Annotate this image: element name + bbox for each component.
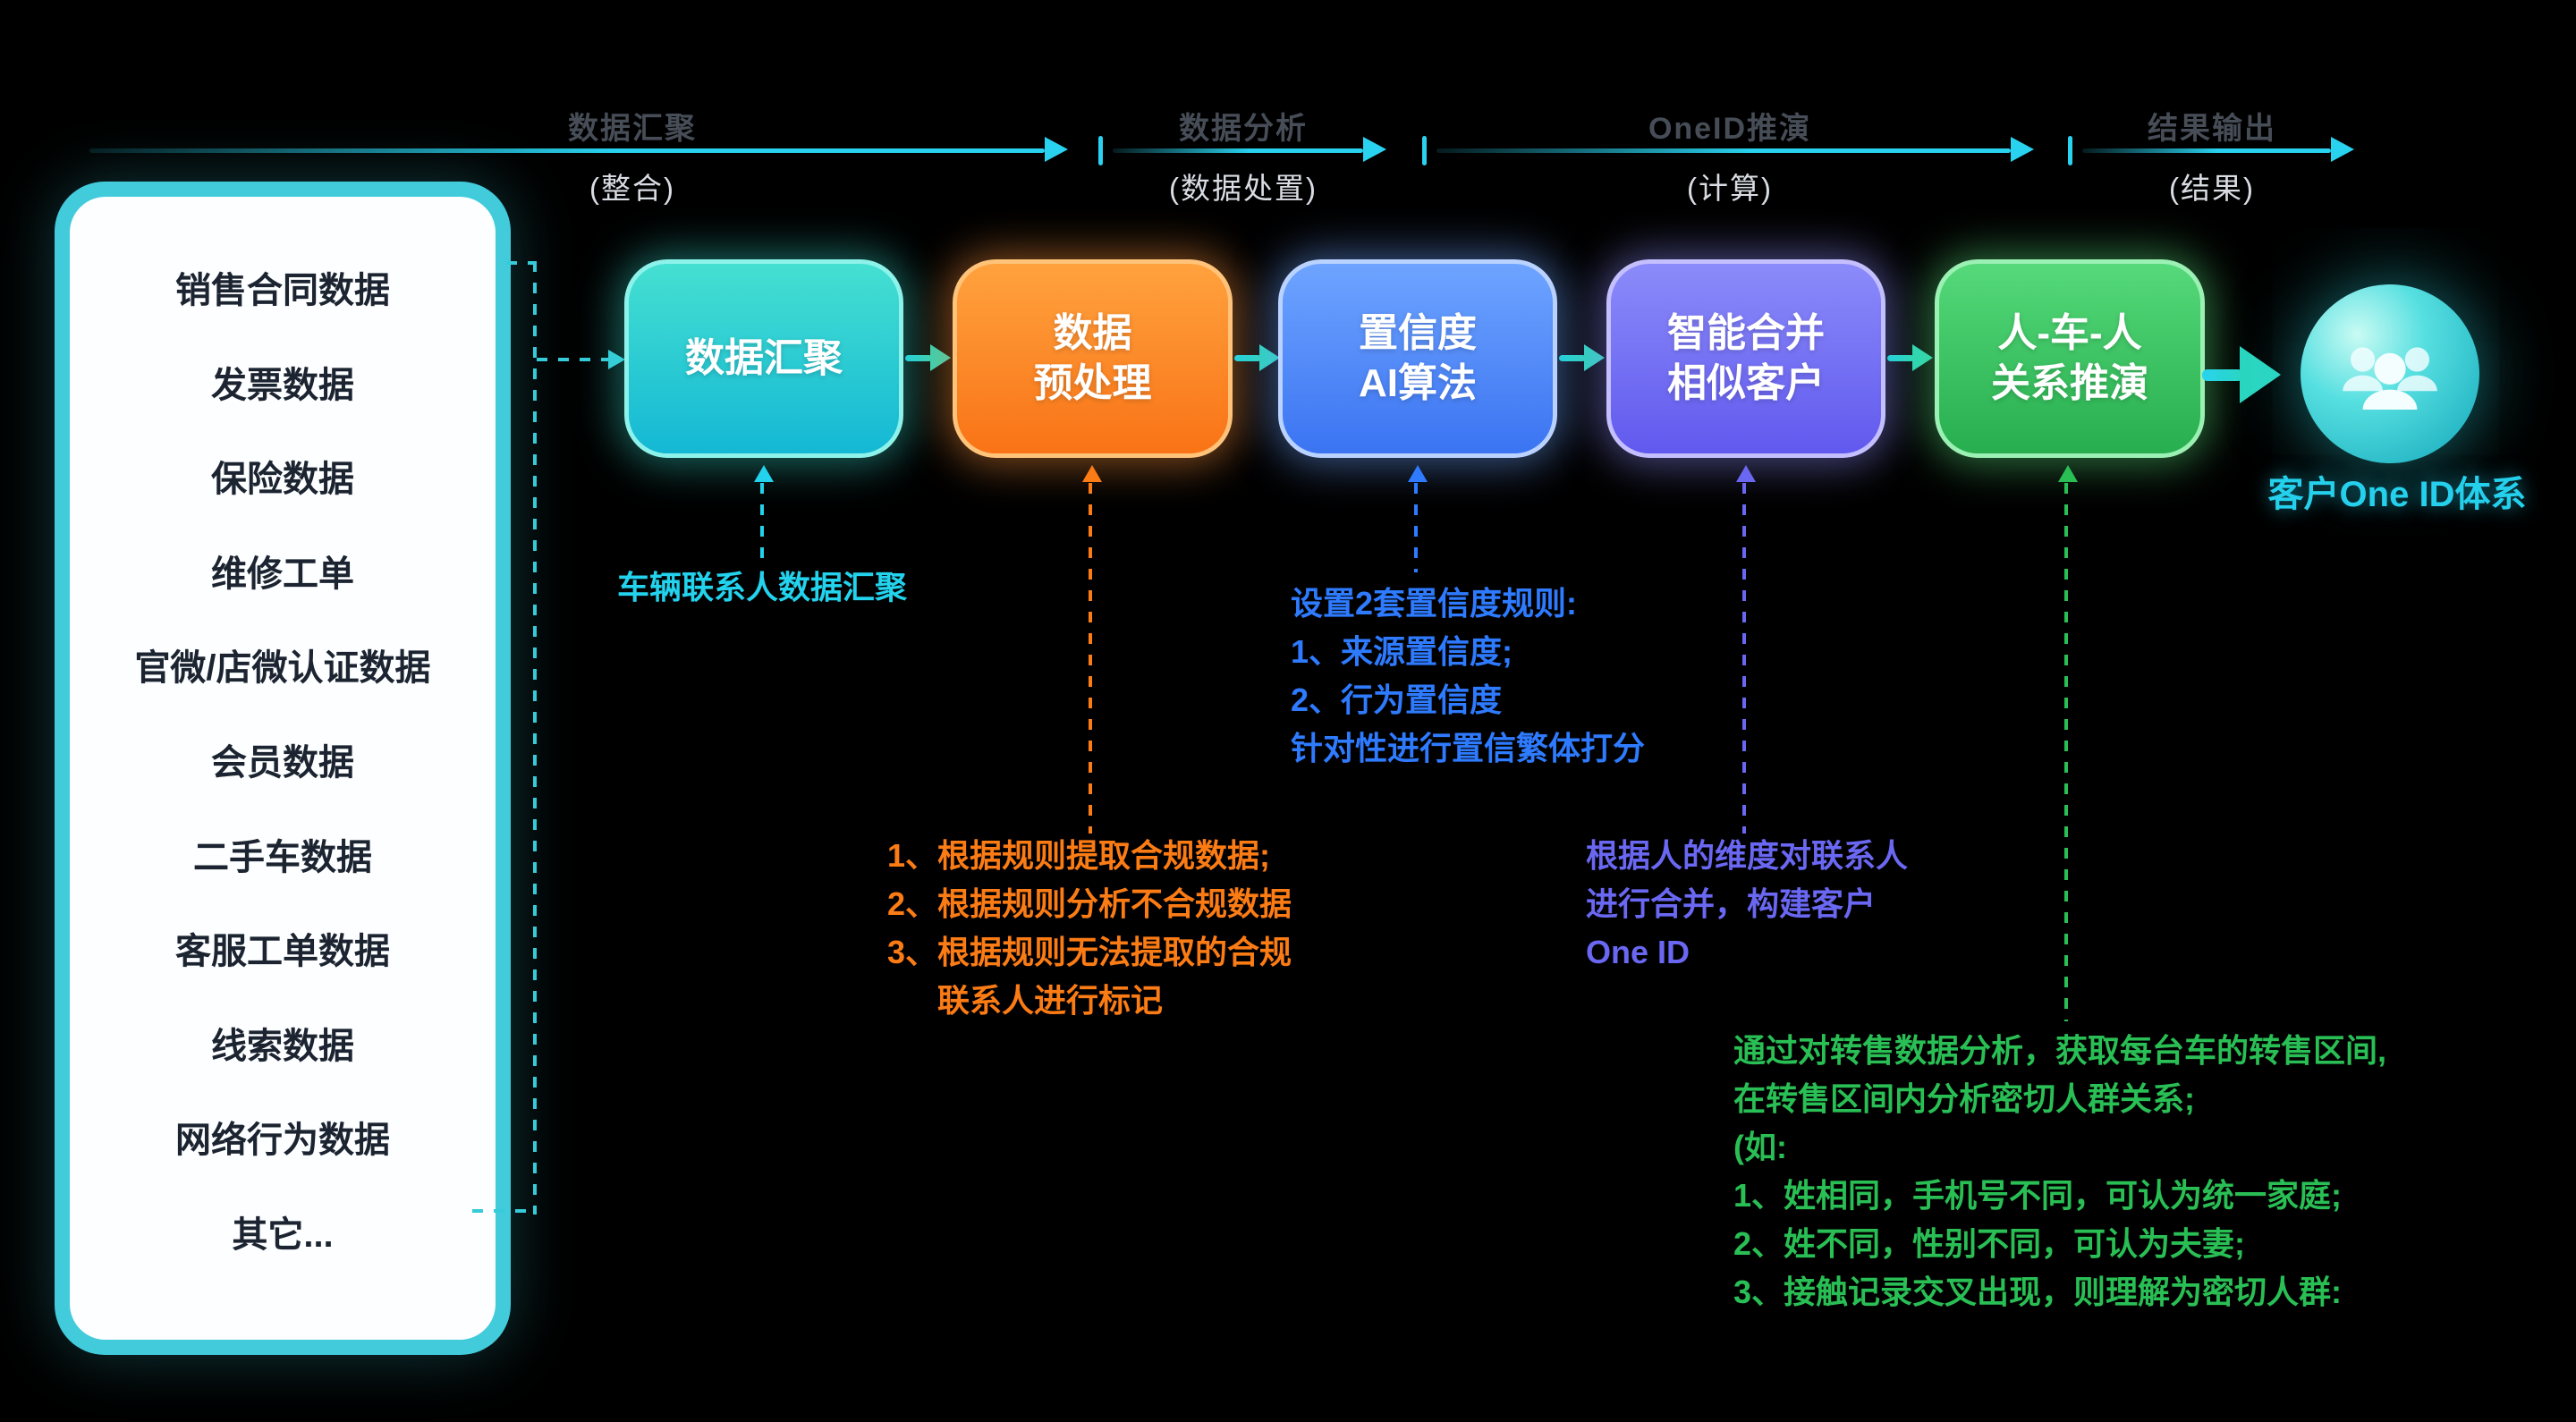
data-source-item: 官微/店微认证数据 (134, 648, 431, 689)
annotation-arrow-icon (1736, 465, 1756, 482)
timeline-arrow-icon (2331, 137, 2354, 162)
annotation-text: 3、根据规则无法提取的合规 (887, 934, 1292, 970)
annotation-text: 1、根据规则提取合规数据; (887, 837, 1271, 874)
data-source-item: 其它... (232, 1215, 334, 1255)
annotation-arrow-icon (754, 465, 774, 482)
connector-line (533, 261, 537, 1215)
annotation-confidence: 设置2套置信度规则: 1、来源置信度; 2、行为置信度 针对性进行置信繁体打分 (1291, 580, 1645, 773)
step-label: 相似客户 (1667, 361, 1825, 405)
annotation-text: One ID (1586, 934, 1690, 970)
annotation-preprocess: 1、根据规则提取合规数据; 2、根据规则分析不合规数据 3、根据规则无法提取的合… (887, 832, 1292, 1025)
annotation-text: 2、根据规则分析不合规数据 (887, 885, 1292, 922)
step-box-confidence-ai: 置信度 AI算法 (1278, 259, 1557, 458)
phase-sub-label-3: (计算) (1687, 172, 1773, 205)
timeline-tick (2068, 136, 2072, 165)
data-sources-panel: 销售合同数据 发票数据 保险数据 维修工单 官微/店微认证数据 会员数据 二手车… (55, 182, 511, 1355)
annotation-line (1742, 483, 1746, 834)
annotation-line (760, 483, 764, 560)
annotation-line (2064, 483, 2068, 1021)
phase-sub-label-1: (整合) (589, 172, 675, 205)
step-label: 关系推演 (1991, 361, 2148, 405)
step-box-preprocessing: 数据 预处理 (953, 259, 1233, 458)
step-label: 数据 (1053, 310, 1132, 355)
step-label: 预处理 (1033, 361, 1152, 405)
data-source-item: 二手车数据 (193, 837, 372, 877)
oneid-result-label: 客户One ID体系 (2267, 475, 2527, 514)
annotation-text: 1、姓相同，手机号不同，可认为统一家庭; (1733, 1177, 2343, 1214)
timeline-line (2082, 148, 2331, 153)
step-box-data-collection: 数据汇聚 (624, 259, 903, 458)
data-source-item: 客服工单数据 (175, 932, 390, 972)
phase-sub-label-4: (结果) (2169, 172, 2255, 205)
annotation-arrow-icon (1408, 465, 1428, 482)
data-sources-list: 销售合同数据 发票数据 保险数据 维修工单 官微/店微认证数据 会员数据 二手车… (70, 197, 496, 1340)
timeline-arrow-icon (2011, 137, 2034, 162)
connector-line (506, 261, 537, 265)
annotation-collection: 车辆联系人数据汇聚 (617, 563, 907, 612)
annotation-text: 根据人的维度对联系人 (1586, 837, 1909, 874)
annotation-text: 在转售区间内分析密切人群关系; (1733, 1080, 2195, 1117)
step-label: AI算法 (1359, 361, 1477, 405)
annotation-arrow-icon (1082, 465, 1102, 482)
timeline-arrow-icon (1045, 137, 1068, 162)
annotation-text: 2、姓不同，性别不同，可认为夫妻; (1733, 1225, 2246, 1262)
annotation-text: 进行合并，构建客户 (1586, 885, 1877, 922)
timeline-tick (1098, 136, 1103, 165)
annotation-line (1414, 483, 1418, 572)
annotation-text: 设置2套置信度规则: (1291, 585, 1578, 622)
phase-label-1: 数据汇聚 (568, 112, 697, 146)
phase-label-4: 结果输出 (2148, 112, 2276, 146)
phase-sub-label-2: (数据处置) (1169, 172, 1318, 205)
connector-line (472, 1209, 537, 1213)
annotation-line (1089, 483, 1092, 834)
step-label: 数据汇聚 (685, 335, 843, 380)
annotation-text: 车辆联系人数据汇聚 (617, 569, 908, 605)
phase-label-2: 数据分析 (1179, 112, 1308, 146)
data-source-item: 线索数据 (211, 1026, 354, 1066)
step-label: 置信度 (1359, 310, 1477, 355)
connector-arrow-icon (608, 350, 625, 369)
step-box-smart-merge: 智能合并 相似客户 (1606, 259, 1885, 458)
annotation-merge: 根据人的维度对联系人 进行合并，构建客户 One ID (1586, 832, 1908, 977)
step-label: 智能合并 (1667, 310, 1825, 355)
step-label: 人-车-人 (1997, 310, 2142, 355)
timeline-line (1436, 148, 2011, 153)
annotation-text: 联系人进行标记 (937, 982, 1164, 1019)
timeline-tick (1422, 136, 1427, 165)
phase-label-3: OneID推演 (1648, 112, 1812, 146)
annotation-relation: 通过对转售数据分析，获取每台车的转售区间, 在转售区间内分析密切人群关系; (如… (1733, 1027, 2386, 1316)
data-source-item: 网络行为数据 (175, 1121, 390, 1161)
annotation-arrow-icon (2058, 465, 2078, 482)
annotation-text: (如: (1733, 1129, 1787, 1165)
annotation-text: 2、行为置信度 (1291, 681, 1503, 718)
flow-arrow-icon (1559, 344, 1607, 371)
customers-group-icon (2301, 284, 2479, 463)
step-box-relation-inference: 人-车-人 关系推演 (1935, 259, 2205, 458)
timeline-arrow-icon (1363, 137, 1386, 162)
annotation-text: 针对性进行置信繁体打分 (1291, 730, 1646, 766)
data-source-item: 保险数据 (211, 460, 354, 500)
annotation-text: 3、接触记录交叉出现，则理解为密切人群: (1733, 1274, 2343, 1310)
data-source-item: 发票数据 (211, 365, 354, 405)
flow-arrow-icon (1887, 344, 1936, 371)
data-source-item: 销售合同数据 (175, 271, 390, 310)
result-arrow-icon (2202, 346, 2292, 403)
data-source-item: 会员数据 (211, 742, 354, 783)
connector-line (537, 358, 608, 361)
timeline-line (89, 148, 1045, 153)
annotation-text: 1、来源置信度; (1291, 633, 1513, 670)
timeline-line (1113, 148, 1363, 153)
people-icon (2343, 347, 2437, 410)
flow-arrow-icon (1234, 344, 1283, 371)
annotation-text: 通过对转售数据分析，获取每台车的转售区间, (1733, 1032, 2387, 1069)
data-source-item: 维修工单 (211, 554, 354, 594)
flow-arrow-icon (905, 344, 953, 371)
